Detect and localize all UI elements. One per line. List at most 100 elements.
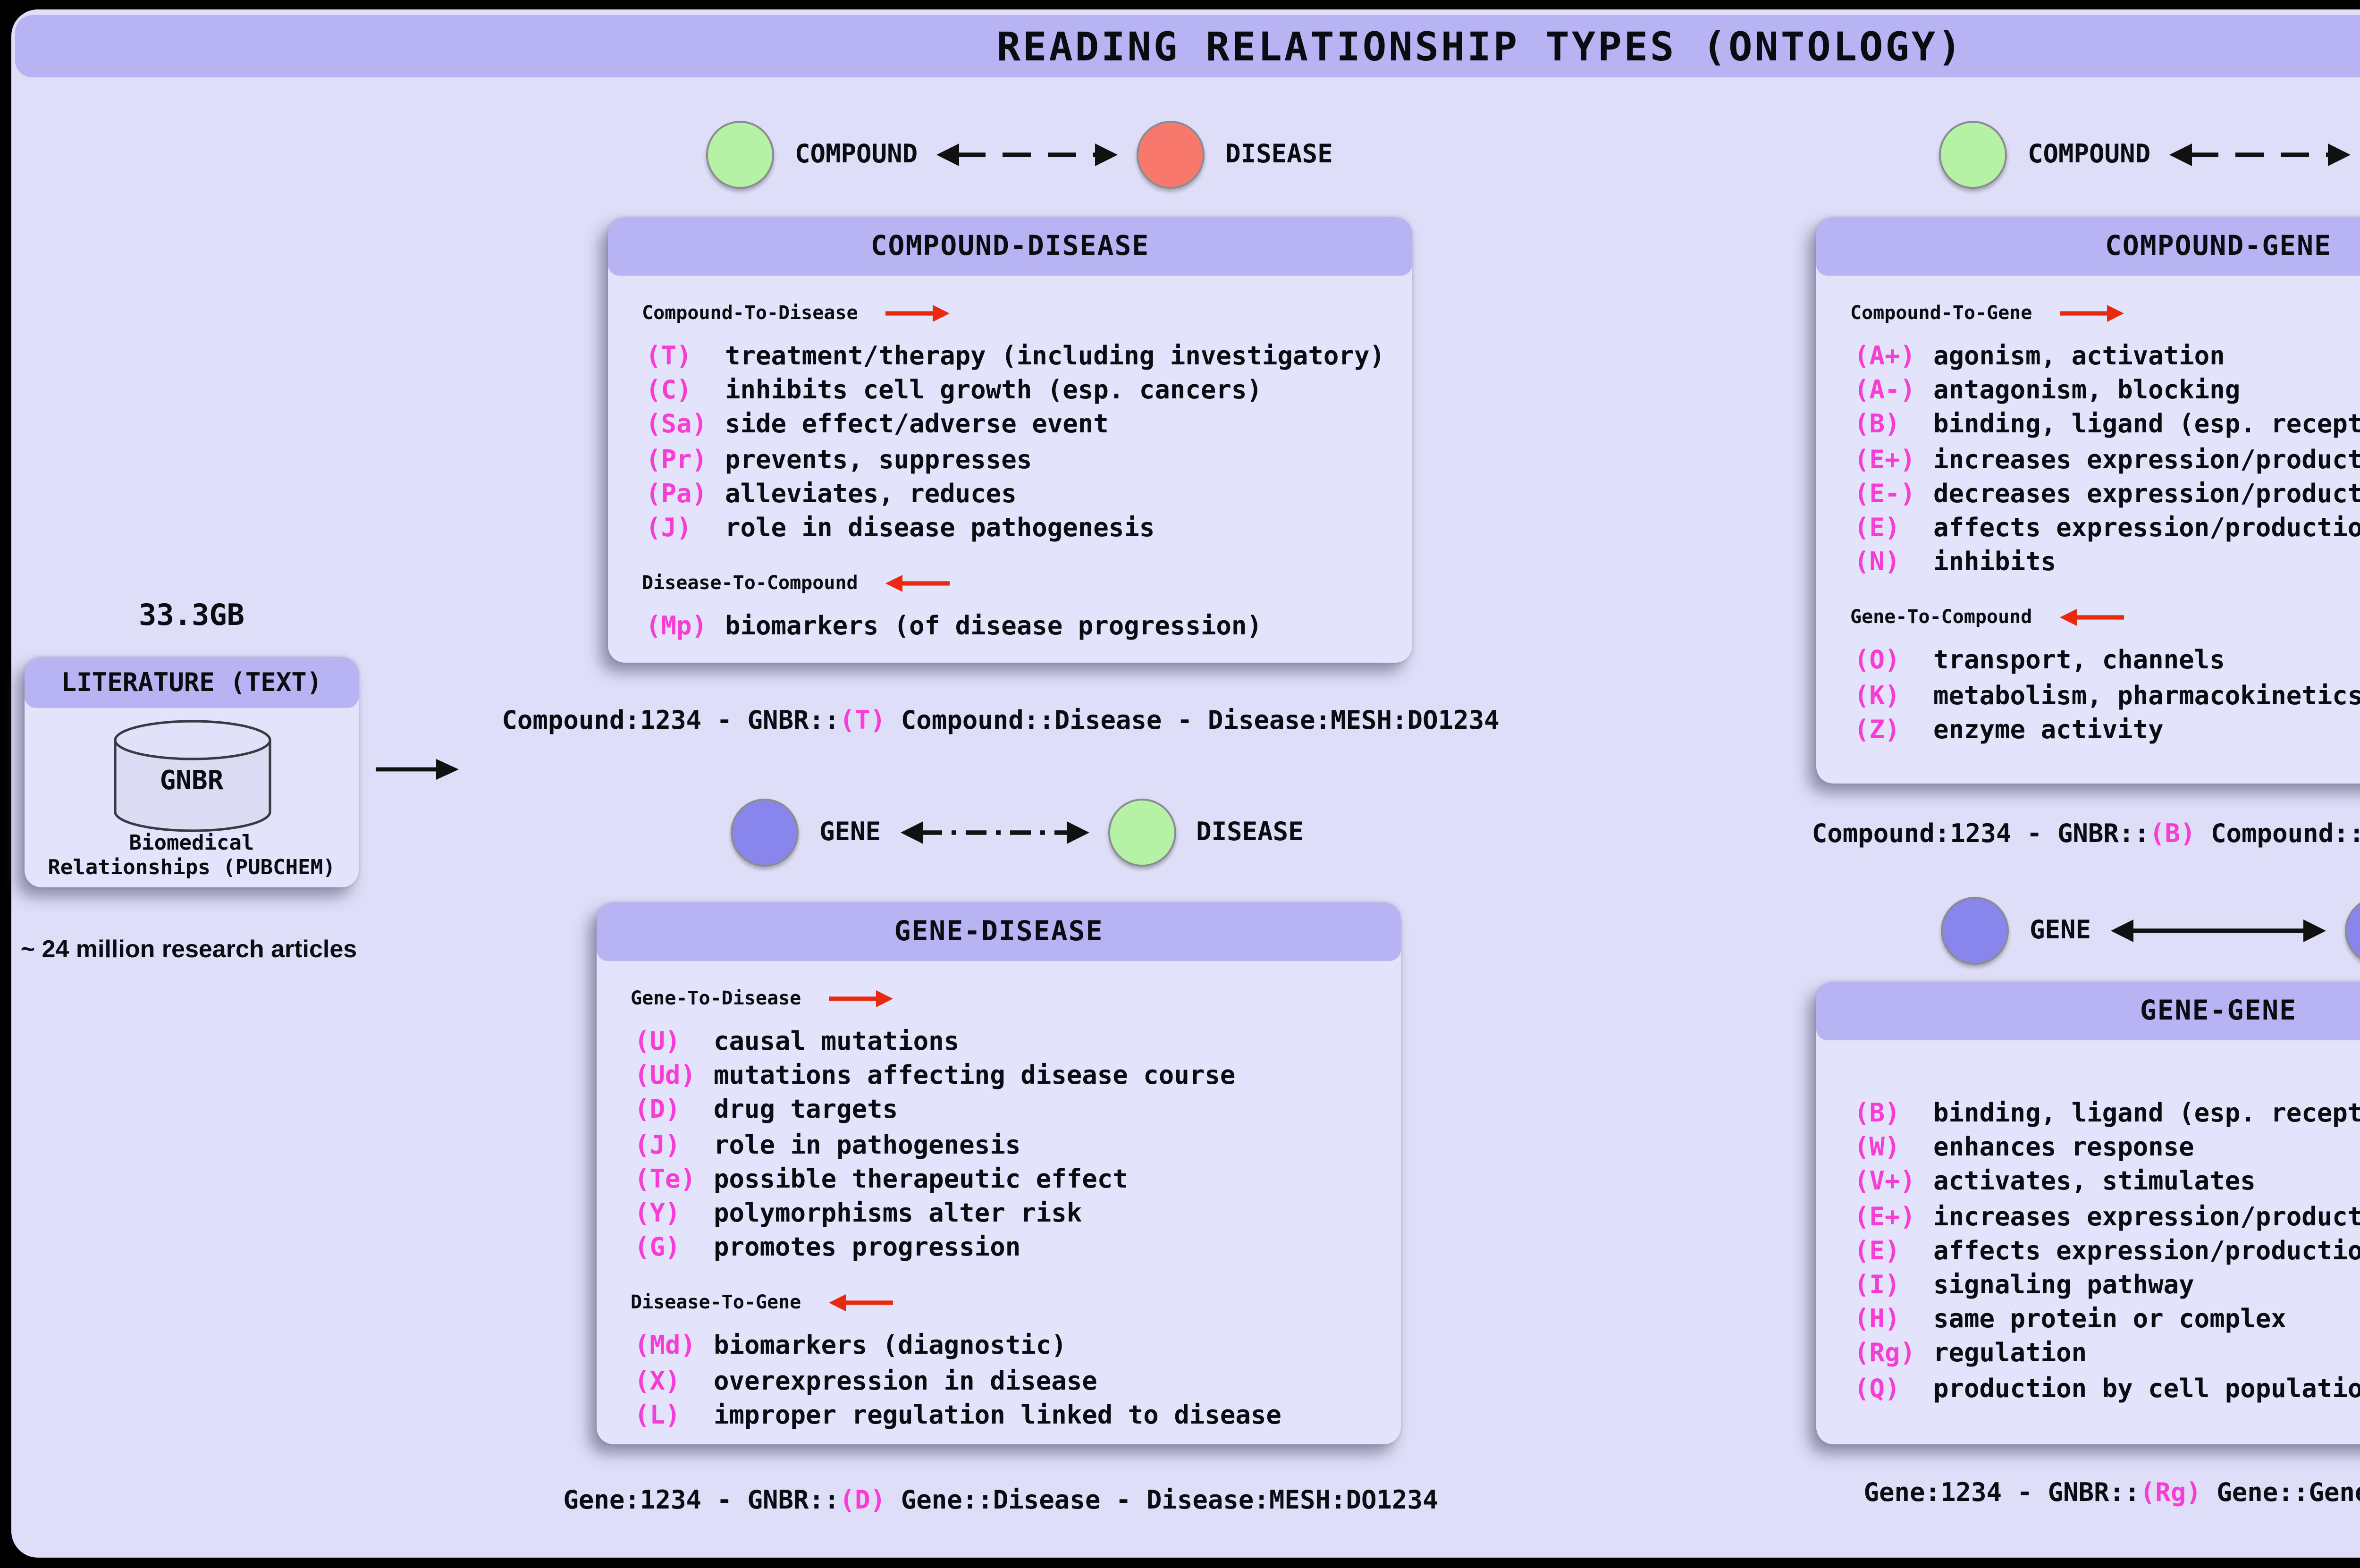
relation-items-list: (U)causal mutations(Ud)mutations affecti…: [634, 1025, 1390, 1265]
relation-items-list: (O)transport, channels(K)metabolism, pha…: [1854, 644, 2360, 747]
relation-description: improper regulation linked to disease: [714, 1400, 1281, 1431]
relation-item: (Mp)biomarkers (of disease progression): [646, 610, 1401, 645]
relation-code: (V+): [1854, 1167, 1916, 1198]
panel-title: COMPOUND-GENE: [2105, 231, 2332, 261]
relation-code: (E-): [1854, 479, 1916, 510]
relation-item: (D)drug targets: [634, 1094, 1390, 1129]
direction-label-row: Disease-To-Compound: [642, 569, 1401, 599]
relation-item: (X) overexpression in disease: [634, 1364, 1390, 1399]
relation-description: possible therapeutic effect: [714, 1164, 1128, 1195]
panel-title: GENE-DISEASE: [894, 917, 1104, 947]
relation-item: (J) role in pathogenesis: [634, 1128, 1390, 1163]
entity-diagram-gene-disease: GENE DISEASE: [731, 799, 1304, 867]
relation-description: biomarkers (diagnostic): [714, 1332, 1067, 1362]
panel-body: Gene-To-Disease (U)causal mutations(Ud)mu…: [597, 961, 1401, 1444]
relation-description: decreases expression/production: [1933, 479, 2360, 510]
panel-body: Compound-To-Disease(T)treatment/therapy …: [608, 276, 1412, 663]
example-code: (B): [2149, 819, 2196, 850]
relation-description: signaling pathway: [1933, 1271, 2194, 1301]
relation-description: mutations affecting disease course: [714, 1062, 1236, 1092]
relation-description: same protein or complex: [1933, 1305, 2286, 1335]
dashed-double-arrow-icon: [2169, 143, 2351, 166]
panel-gene-gene: GENE-GENE (B)binding, ligand (esp. recep…: [1816, 982, 2360, 1444]
relation-code: (I): [1854, 1271, 1900, 1301]
disease-node-icon: [1137, 121, 1205, 189]
relation-item: (E+)increases expression/production: [1854, 1200, 2360, 1234]
relation-description: transport, channels: [1933, 646, 2225, 677]
relation-description: affects expression/production (neutral): [1933, 514, 2360, 544]
relation-item: (B)binding, ligand (esp. receptors): [1854, 409, 2360, 443]
entity-label: COMPOUND: [2028, 140, 2151, 170]
panel-title: COMPOUND-DISEASE: [870, 231, 1150, 261]
relation-description: activates, stimulates: [1933, 1167, 2256, 1198]
relation-code: (K): [1854, 681, 1900, 711]
example-code: (T): [839, 706, 886, 736]
relation-description: binding, ligand (esp. receptors): [1933, 1099, 2360, 1130]
relation-code: (A+): [1854, 342, 1916, 372]
entity-label: GENE: [2030, 916, 2091, 946]
panel-header: COMPOUND-GENE: [1816, 217, 2360, 276]
panel-body: Compound-To-Gene(A+)agonism, activation(…: [1816, 276, 2360, 784]
relation-code: (G): [634, 1233, 681, 1264]
relation-item: (Q)production by cell population: [1854, 1372, 2360, 1406]
entity-label: GENE: [819, 818, 881, 848]
relation-description: role in pathogenesis: [714, 1130, 1021, 1161]
direction-label: Disease-To-Compound: [642, 573, 858, 594]
red-left-arrow-icon: [829, 1295, 894, 1312]
dash-dot-double-arrow-icon: [900, 821, 1089, 844]
relation-description: regulation: [1933, 1339, 2087, 1370]
relation-items-list: (T)treatment/therapy (including investig…: [646, 340, 1401, 546]
database-caption: Biomedical Relationships (PUBCHEM): [9, 831, 374, 880]
relation-items-list: (Mp)biomarkers (of disease progression): [646, 610, 1401, 645]
entity-label: DISEASE: [1196, 818, 1304, 848]
relation-code: (W): [1854, 1133, 1900, 1164]
caption-line-2: Relationships (PUBCHEM): [48, 855, 336, 880]
example-code: (Rg): [2140, 1478, 2201, 1509]
example-suffix: Gene::Disease - Disease:MESH:DO1234: [885, 1486, 1438, 1516]
relation-item: (J)role in disease pathogenesis: [646, 512, 1401, 546]
relation-description: treatment/therapy (including investigato…: [725, 342, 1385, 372]
relation-item: (T)treatment/therapy (including investig…: [646, 340, 1401, 374]
panel-header: COMPOUND-DISEASE: [608, 217, 1412, 276]
relation-item: (E-) decreases expression/production: [1854, 477, 2360, 512]
relation-code: (B): [1854, 410, 1900, 441]
relation-item: (C) inhibits cell growth (esp. cancers): [646, 374, 1401, 409]
relation-item: (W)enhances response: [1854, 1131, 2360, 1166]
panel-compound-gene: COMPOUND-GENE Compound-To-Gene(A+)agonis…: [1816, 217, 2360, 784]
literature-box-header: LITERATURE (TEXT): [25, 657, 359, 708]
relation-description: increases expression/production: [1933, 1202, 2360, 1232]
entity-diagram-compound-disease: COMPOUND DISEASE: [706, 121, 1333, 189]
relation-item: (Z)enzyme activity: [1854, 713, 2360, 748]
relation-code: (J): [646, 514, 692, 544]
literature-source-box: LITERATURE (TEXT) GNBR Biomedical Relati…: [25, 657, 359, 887]
relation-description: inhibits cell growth (esp. cancers): [725, 376, 1262, 407]
relation-description: overexpression in disease: [714, 1366, 1097, 1397]
direction-label: Gene-To-Disease: [631, 988, 801, 1009]
relation-item: (U)causal mutations: [634, 1025, 1390, 1060]
relation-code: (Sa): [646, 410, 708, 441]
relation-item: (O)transport, channels: [1854, 644, 2360, 679]
relation-description: drug targets: [714, 1096, 898, 1126]
red-left-arrow-icon: [886, 575, 951, 592]
relation-code: (J): [634, 1130, 681, 1161]
relation-code: (X): [634, 1366, 681, 1397]
relation-item: (E+)increases expression/production: [1854, 443, 2360, 477]
relation-description: prevents, suppresses: [725, 445, 1032, 475]
example-prefix: Compound:1234 - GNBR::: [1812, 819, 2149, 850]
database-cylinder-icon: [113, 720, 270, 832]
panel-header: GENE-GENE: [1816, 982, 2360, 1040]
relation-description: antagonism, blocking: [1933, 376, 2241, 407]
relation-code: (Mp): [646, 612, 708, 642]
relation-code: (Y): [634, 1199, 681, 1230]
compound-node-icon: [706, 121, 774, 189]
entity-label: COMPOUND: [795, 140, 918, 170]
relation-item: (G)promotes progression: [634, 1231, 1390, 1266]
relation-code: (C): [646, 376, 692, 407]
relation-code: (Rg): [1854, 1339, 1916, 1370]
relation-item: (E)affects expression/production (neutra…: [1854, 512, 2360, 546]
example-code: (D): [839, 1486, 886, 1516]
panel-header: GENE-DISEASE: [597, 902, 1401, 961]
example-suffix: Compound::Disease - Disease:MESH:DO1234: [885, 706, 1500, 736]
relation-item: (Te)possible therapeutic effect: [634, 1163, 1390, 1197]
